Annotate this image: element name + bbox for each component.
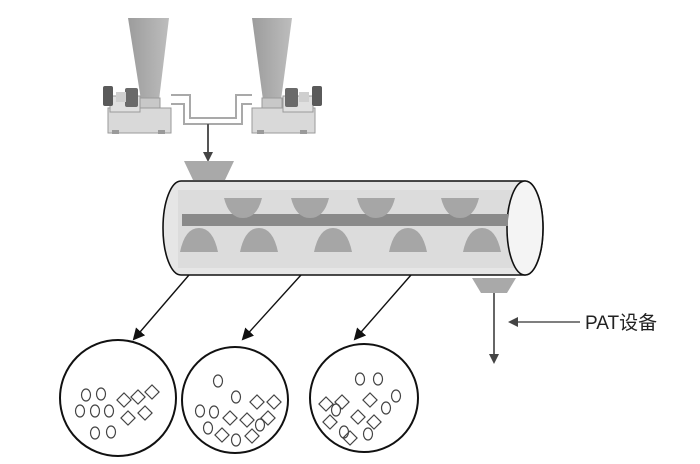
particle-diamond [334,394,350,410]
particle-diamond [130,389,146,405]
particle-circle [362,427,374,441]
left-hopper [128,18,169,100]
particle-circle [74,404,86,418]
particle-circle [89,426,101,440]
particle-diamond [120,410,136,426]
particle-diamond [342,430,358,446]
particle-diamond [222,410,238,426]
late-mixing-view [309,343,419,453]
particle-circle [105,425,117,439]
early-mixing-view [59,339,177,457]
left-feeder [103,18,172,134]
zoom-arrow-3 [353,274,412,341]
barrel-end-cap [506,180,544,276]
zoom-arrow-2 [241,274,302,341]
paddle [224,198,262,218]
particle-diamond [116,392,132,408]
right-hopper [252,18,292,100]
right-feeder [251,18,322,134]
particle-circle [95,387,107,401]
particle-circle [230,433,242,447]
particle-circle [208,405,220,419]
particle-diamond [260,410,276,426]
particle-diamond [144,384,160,400]
paddle [389,228,427,252]
blender-outlet-funnel [472,278,516,293]
paddle [463,228,501,252]
paddle [291,198,329,218]
paddle [357,198,395,218]
particle-diamond [266,394,282,410]
middle-mixing-view [181,346,289,454]
particle-diamond [366,414,382,430]
particle-circle [89,404,101,418]
right-motor-icon [312,86,322,106]
feed-manifold [171,94,252,162]
mixing-shaft [182,214,508,226]
particle-circle [230,390,242,404]
particle-circle [103,404,115,418]
particle-diamond [318,396,334,412]
paddle [314,228,352,252]
particle-circle [330,403,342,417]
particle-circle [390,389,402,403]
particle-diamond [239,412,255,428]
particle-circle [194,404,206,418]
upper-paddles [224,198,479,218]
particle-diamond [249,394,265,410]
particle-diamond [362,392,378,408]
blender-barrel [162,180,544,276]
particle-circle [380,401,392,415]
zoom-arrow-1 [132,274,190,341]
paddle [441,198,479,218]
particle-circle [80,388,92,402]
left-motor-icon [103,86,113,106]
particle-circle [354,372,366,386]
particle-circle [372,372,384,386]
particle-circle [202,421,214,435]
particle-circle [212,374,224,388]
particle-diamond [244,428,260,444]
particle-diamond [214,427,230,443]
blender-inlet-funnel [184,161,234,180]
paddle [240,228,278,252]
lower-paddles [180,228,501,252]
particle-diamond [322,414,338,430]
particle-diamond [350,409,366,425]
pat-label: PAT设备 [585,312,657,334]
paddle [180,228,218,252]
particle-diamond [137,405,153,421]
particle-circle [254,418,266,432]
